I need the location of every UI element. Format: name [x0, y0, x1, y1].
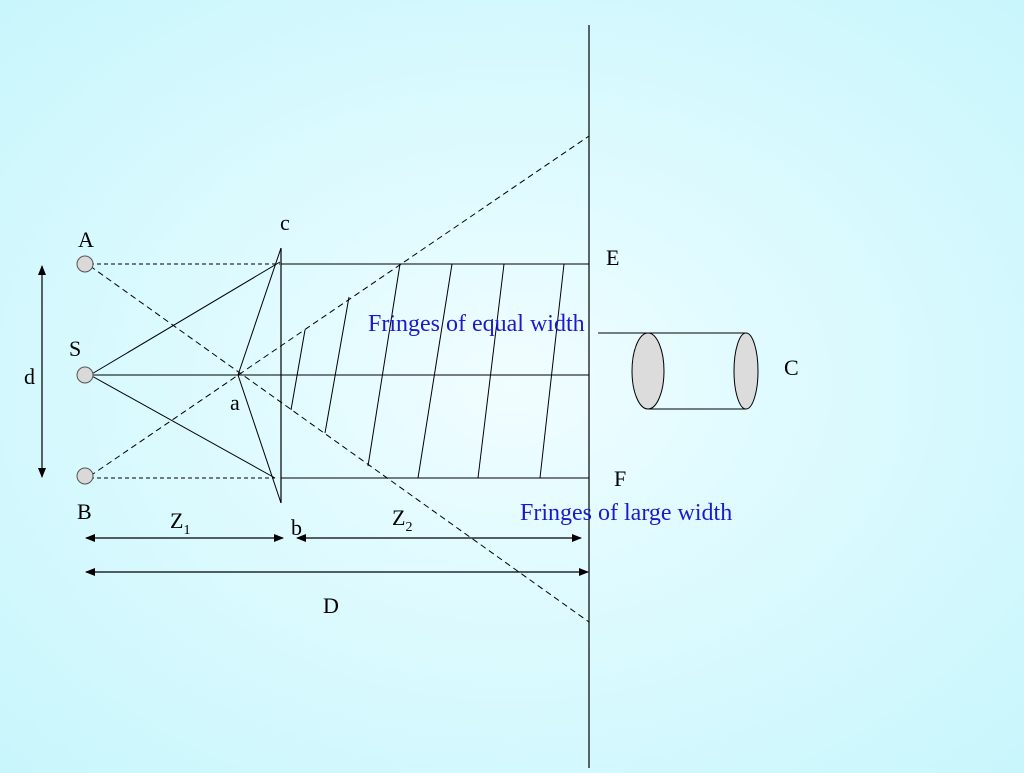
source-A — [76, 255, 94, 273]
eyepiece-back-lens — [733, 332, 759, 410]
label-c: c — [280, 210, 290, 235]
source-S — [76, 366, 94, 384]
label-a: a — [230, 390, 240, 415]
source-B — [76, 467, 94, 485]
ray-S-to-c — [89, 261, 281, 376]
fringe-line — [324, 296, 350, 434]
label-Z2: Z2 — [392, 505, 412, 535]
fringe-line — [290, 329, 306, 411]
dashed-diagonal-B-up — [89, 135, 590, 477]
fringe-line — [477, 263, 505, 479]
label-E: E — [606, 245, 619, 270]
label-d: d — [24, 364, 35, 389]
biprism-face-lower — [237, 374, 282, 504]
label-C: C — [784, 355, 799, 380]
label-b: b — [291, 515, 302, 540]
label-Z1: Z1 — [170, 508, 190, 538]
ray-S-to-b — [89, 374, 276, 479]
eyepiece-C — [631, 332, 759, 410]
fringe-line — [367, 263, 401, 467]
fringe-line — [417, 263, 453, 479]
label-S: S — [69, 336, 81, 361]
label-D: D — [323, 593, 339, 618]
fringe-line — [539, 263, 565, 479]
biprism-face-upper — [237, 247, 282, 376]
annotation-large-width: Fringes of large width — [520, 500, 732, 526]
label-A: A — [78, 227, 94, 252]
label-F: F — [614, 466, 626, 491]
label-B: B — [77, 499, 92, 524]
annotation-equal-width: Fringes of equal width — [368, 311, 585, 337]
eyepiece-front-lens — [631, 332, 665, 410]
